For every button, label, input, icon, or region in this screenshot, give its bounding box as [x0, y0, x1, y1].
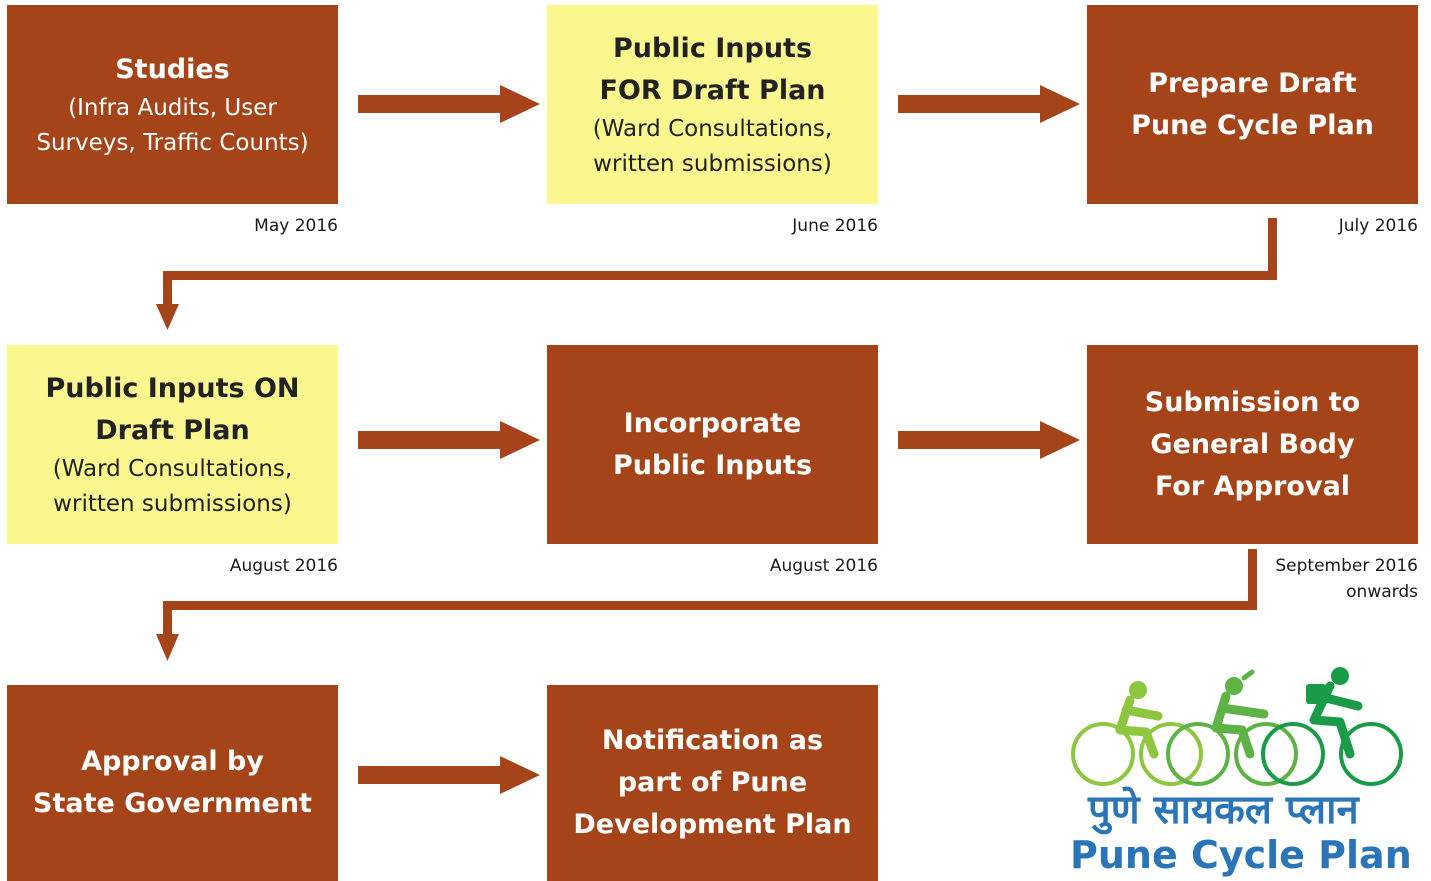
step-date: July 2016 [1338, 216, 1418, 236]
arrow-right-4-5 [358, 421, 540, 459]
arrow-right-5-6 [898, 421, 1080, 459]
step-subtitle: (Ward Consultations, written submissions… [52, 455, 293, 517]
step-title: Public Inputs ON Draft Plan [45, 372, 300, 446]
arrow-elbow-3-4 [156, 218, 1277, 330]
arrow-right-2-3 [898, 85, 1080, 123]
logo-hindi-text: पुणे सायकल प्लान [1088, 787, 1359, 833]
step-date: August 2016 [229, 556, 338, 576]
step-title: Submission to General Body For Approval [1144, 386, 1361, 502]
step-title: Public Inputs FOR Draft Plan [599, 32, 826, 106]
step-prepare-draft: Prepare Draft Pune Cycle Plan [1087, 5, 1418, 204]
step-date: August 2016 [769, 556, 878, 576]
step-public-inputs-for-draft: Public Inputs FOR Draft Plan (Ward Consu… [547, 5, 878, 204]
step-title: Incorporate Public Inputs [612, 407, 813, 481]
step-public-inputs-on-draft: Public Inputs ON Draft Plan (Ward Consul… [7, 345, 338, 544]
arrow-right-7-8 [358, 756, 540, 794]
step-date: September 2016 onwards [1275, 556, 1418, 602]
step-subtitle: (Ward Consultations, written submissions… [592, 115, 833, 177]
logo-english-text: Pune Cycle Plan [1070, 833, 1412, 877]
step-incorporate-inputs: Incorporate Public Inputs [547, 345, 878, 544]
step-subtitle: (Infra Audits, User Surveys, Traffic Cou… [36, 94, 309, 156]
step-title: Studies [115, 53, 230, 85]
step-title: Prepare Draft Pune Cycle Plan [1131, 67, 1374, 141]
three-cyclists-logo-icon [1071, 667, 1403, 786]
step-submission-general-body: Submission to General Body For Approval [1087, 345, 1418, 544]
step-date: June 2016 [792, 216, 878, 236]
step-title: Notification as part of Pune Development… [573, 725, 852, 840]
arrow-right-1-2 [358, 85, 540, 123]
step-title: Approval by State Government [33, 746, 312, 819]
arrow-elbow-6-7 [156, 549, 1257, 661]
step-state-approval: Approval by State Government [7, 685, 338, 881]
step-date: May 2016 [254, 216, 338, 236]
step-notification: Notification as part of Pune Development… [547, 685, 878, 881]
step-studies: Studies (Infra Audits, User Surveys, Tra… [7, 5, 338, 204]
